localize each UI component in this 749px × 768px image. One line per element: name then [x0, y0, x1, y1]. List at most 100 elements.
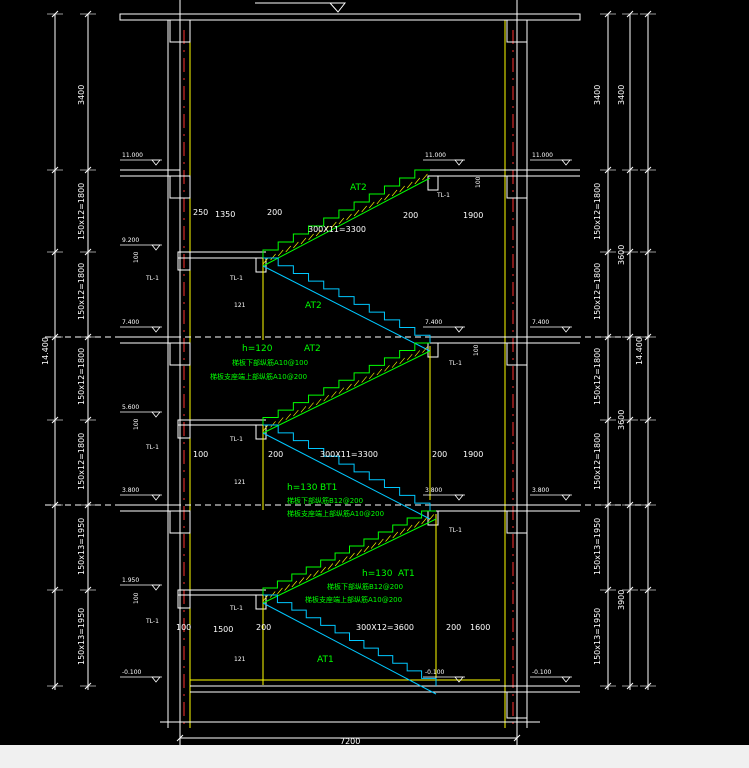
hatch-line	[406, 181, 413, 189]
hatch-line	[331, 391, 337, 398]
note-bt1: h=130 BT1 梯板下部纵筋B12@200 梯板支座端上部纵筋A10@200	[287, 483, 384, 518]
stair-soffit-2	[262, 350, 431, 434]
hdim-bot-3: 200	[446, 623, 461, 632]
left-dim-2: 150x12=1800	[77, 263, 86, 320]
note-bt1-line2: 梯板支座端上部纵筋A10@200	[287, 509, 384, 518]
stair-flight-2	[262, 342, 430, 425]
stair-flight-5	[263, 594, 437, 686]
hatch-line	[338, 387, 345, 394]
overall-height-right: 14.400	[635, 337, 644, 365]
note-at1-name: AT1	[398, 569, 415, 579]
tl-label-9: TL-1	[448, 527, 462, 534]
right-outer-dim-3: 3900	[617, 590, 626, 610]
right-dim-4: 150x12=1800	[593, 433, 602, 490]
t21-label-1: 121	[234, 302, 246, 309]
hdim-bot-run: 300X12=3600	[356, 623, 414, 632]
hdim-top-1: 1350	[215, 210, 235, 219]
tl-label-8: TL-1	[448, 360, 462, 367]
level-label-13: -0.100	[425, 669, 445, 676]
hatch-line	[384, 365, 390, 372]
hatch-line	[277, 249, 284, 257]
hatch-line	[370, 542, 377, 549]
hatch-line	[406, 524, 413, 532]
level-label-5: 7.400	[425, 319, 442, 326]
hatch-line	[262, 257, 269, 265]
left-dim-5: 150x13=1950	[77, 518, 86, 575]
right-dim-6: 150x13=1950	[593, 608, 602, 665]
level-marker-14	[561, 676, 571, 683]
note-bt1-name: BT1	[320, 483, 337, 493]
hdim-bot-0: 100	[176, 623, 191, 632]
level-marker-10	[561, 494, 571, 501]
level-marker-11	[151, 584, 161, 591]
left-dim-3: 150x12=1800	[77, 348, 86, 405]
hatch-line	[406, 353, 413, 361]
hatch-line	[313, 570, 319, 577]
hatch-line	[298, 577, 305, 584]
stair-flight-3	[263, 424, 431, 511]
level-marker-1	[454, 159, 464, 166]
hatch-line	[342, 556, 348, 563]
flight-label-at2-top: AT2	[350, 183, 367, 193]
hatch-line	[391, 361, 398, 368]
hatch-line	[327, 563, 334, 570]
hdim-mid-run: 300X11=3300	[320, 450, 378, 459]
note-at1-line1: 梯板下部纵筋B12@200	[327, 582, 403, 591]
level-label-2: 11.000	[532, 152, 553, 159]
hatch-line	[369, 201, 375, 209]
note-at2-line2: 梯板支座端上部纵筋A10@200	[210, 372, 307, 381]
left-dim-0: 3400	[77, 85, 86, 105]
level-label-1: 11.000	[425, 152, 446, 159]
tl-label-3: TL-1	[145, 618, 159, 625]
tl-label-7: TL-1	[436, 192, 450, 199]
hdim-bot-4: 1600	[470, 623, 490, 632]
dim-tick	[176, 734, 184, 742]
stair-flight-0	[262, 169, 430, 258]
hatch-line	[361, 376, 367, 383]
t21-label-3: 121	[234, 656, 246, 663]
hdim-top-0: 250	[193, 208, 208, 217]
level-label-4: 7.400	[122, 319, 139, 326]
h100-5: 100	[473, 344, 480, 356]
hatch-line	[399, 185, 405, 193]
level-marker-13	[454, 676, 464, 683]
hatch-line	[349, 552, 355, 560]
hatch-line	[293, 241, 299, 249]
bottom-status-bar	[0, 745, 749, 768]
hatch-line	[262, 424, 269, 432]
level-marker-6	[561, 326, 571, 333]
hatch-line	[277, 587, 283, 595]
hatch-line	[331, 221, 337, 229]
level-label-11: 1.950	[122, 577, 139, 584]
tl-label-5: TL-1	[229, 436, 243, 443]
level-label-9: 3.800	[425, 487, 442, 494]
hatch-line	[346, 383, 352, 391]
tl-label-1: TL-1	[145, 275, 159, 282]
hatch-line	[277, 417, 284, 424]
level-marker-0	[151, 159, 161, 166]
hdim-mid-0: 100	[193, 450, 208, 459]
hatch-line	[270, 421, 276, 428]
hatch-line	[300, 237, 307, 245]
hatch-line	[338, 217, 345, 225]
level-marker-9	[454, 494, 464, 501]
stair-flight-1	[263, 257, 431, 343]
note-bt1-h: h=130	[287, 483, 318, 493]
h100-1: 100	[133, 251, 140, 263]
left-dim-6: 150x13=1950	[77, 608, 86, 665]
hatch-line	[353, 209, 360, 217]
hdim-mid-2: 200	[432, 450, 447, 459]
left-dim-4: 150x12=1800	[77, 433, 86, 490]
hatch-line	[284, 584, 290, 591]
hatch-line	[300, 406, 307, 413]
hatch-line	[346, 213, 352, 221]
note-at2: h=120 AT2 梯板下部纵筋A10@100 梯板支座端上部纵筋A10@200	[210, 344, 321, 381]
hdim-top-2: 200	[267, 208, 282, 217]
level-marker-2	[561, 159, 571, 166]
stair-soffit-1	[262, 265, 431, 352]
h100-4: 100	[475, 176, 482, 188]
hatch-line	[361, 205, 367, 213]
hatch-line	[353, 380, 360, 387]
